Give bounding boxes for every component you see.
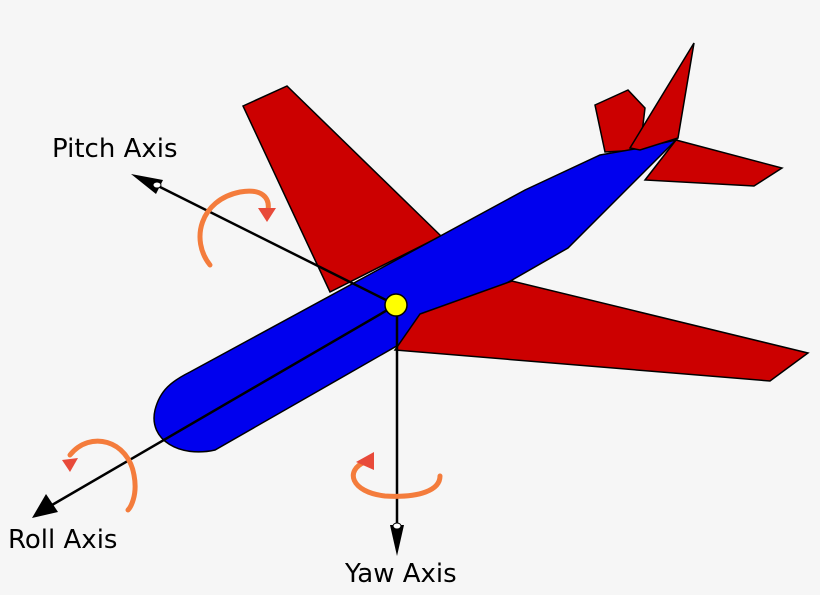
vertical-stabilizer [628, 42, 695, 151]
roll-rotation-arrow [67, 438, 138, 513]
pitch-axis-label: Pitch Axis [52, 134, 178, 164]
pitch-axis-arrowhead [131, 174, 163, 194]
pitch-rotation-arrow [197, 188, 271, 268]
roll-axis-label: Roll Axis [8, 525, 117, 555]
yaw-rotation-arrowhead [356, 452, 374, 470]
center-of-gravity [384, 293, 408, 317]
roll-axis-line [51, 303, 397, 507]
pitch-axis-end-cap [152, 181, 162, 189]
yaw-axis-arrowhead [390, 525, 404, 556]
yaw-axis-label: Yaw Axis [344, 559, 457, 589]
yaw-rotation-arrow [351, 459, 443, 499]
pitch-rotation-arrowhead [258, 208, 276, 222]
right-wing [393, 280, 810, 382]
horizontal-stabilizer-right [643, 139, 784, 187]
fuselage [153, 138, 679, 453]
yaw-axis-end-cap [392, 522, 402, 530]
roll-rotation-arrowhead [62, 458, 78, 472]
pitch-axis-line [149, 180, 397, 307]
roll-axis-arrowhead [32, 494, 58, 518]
